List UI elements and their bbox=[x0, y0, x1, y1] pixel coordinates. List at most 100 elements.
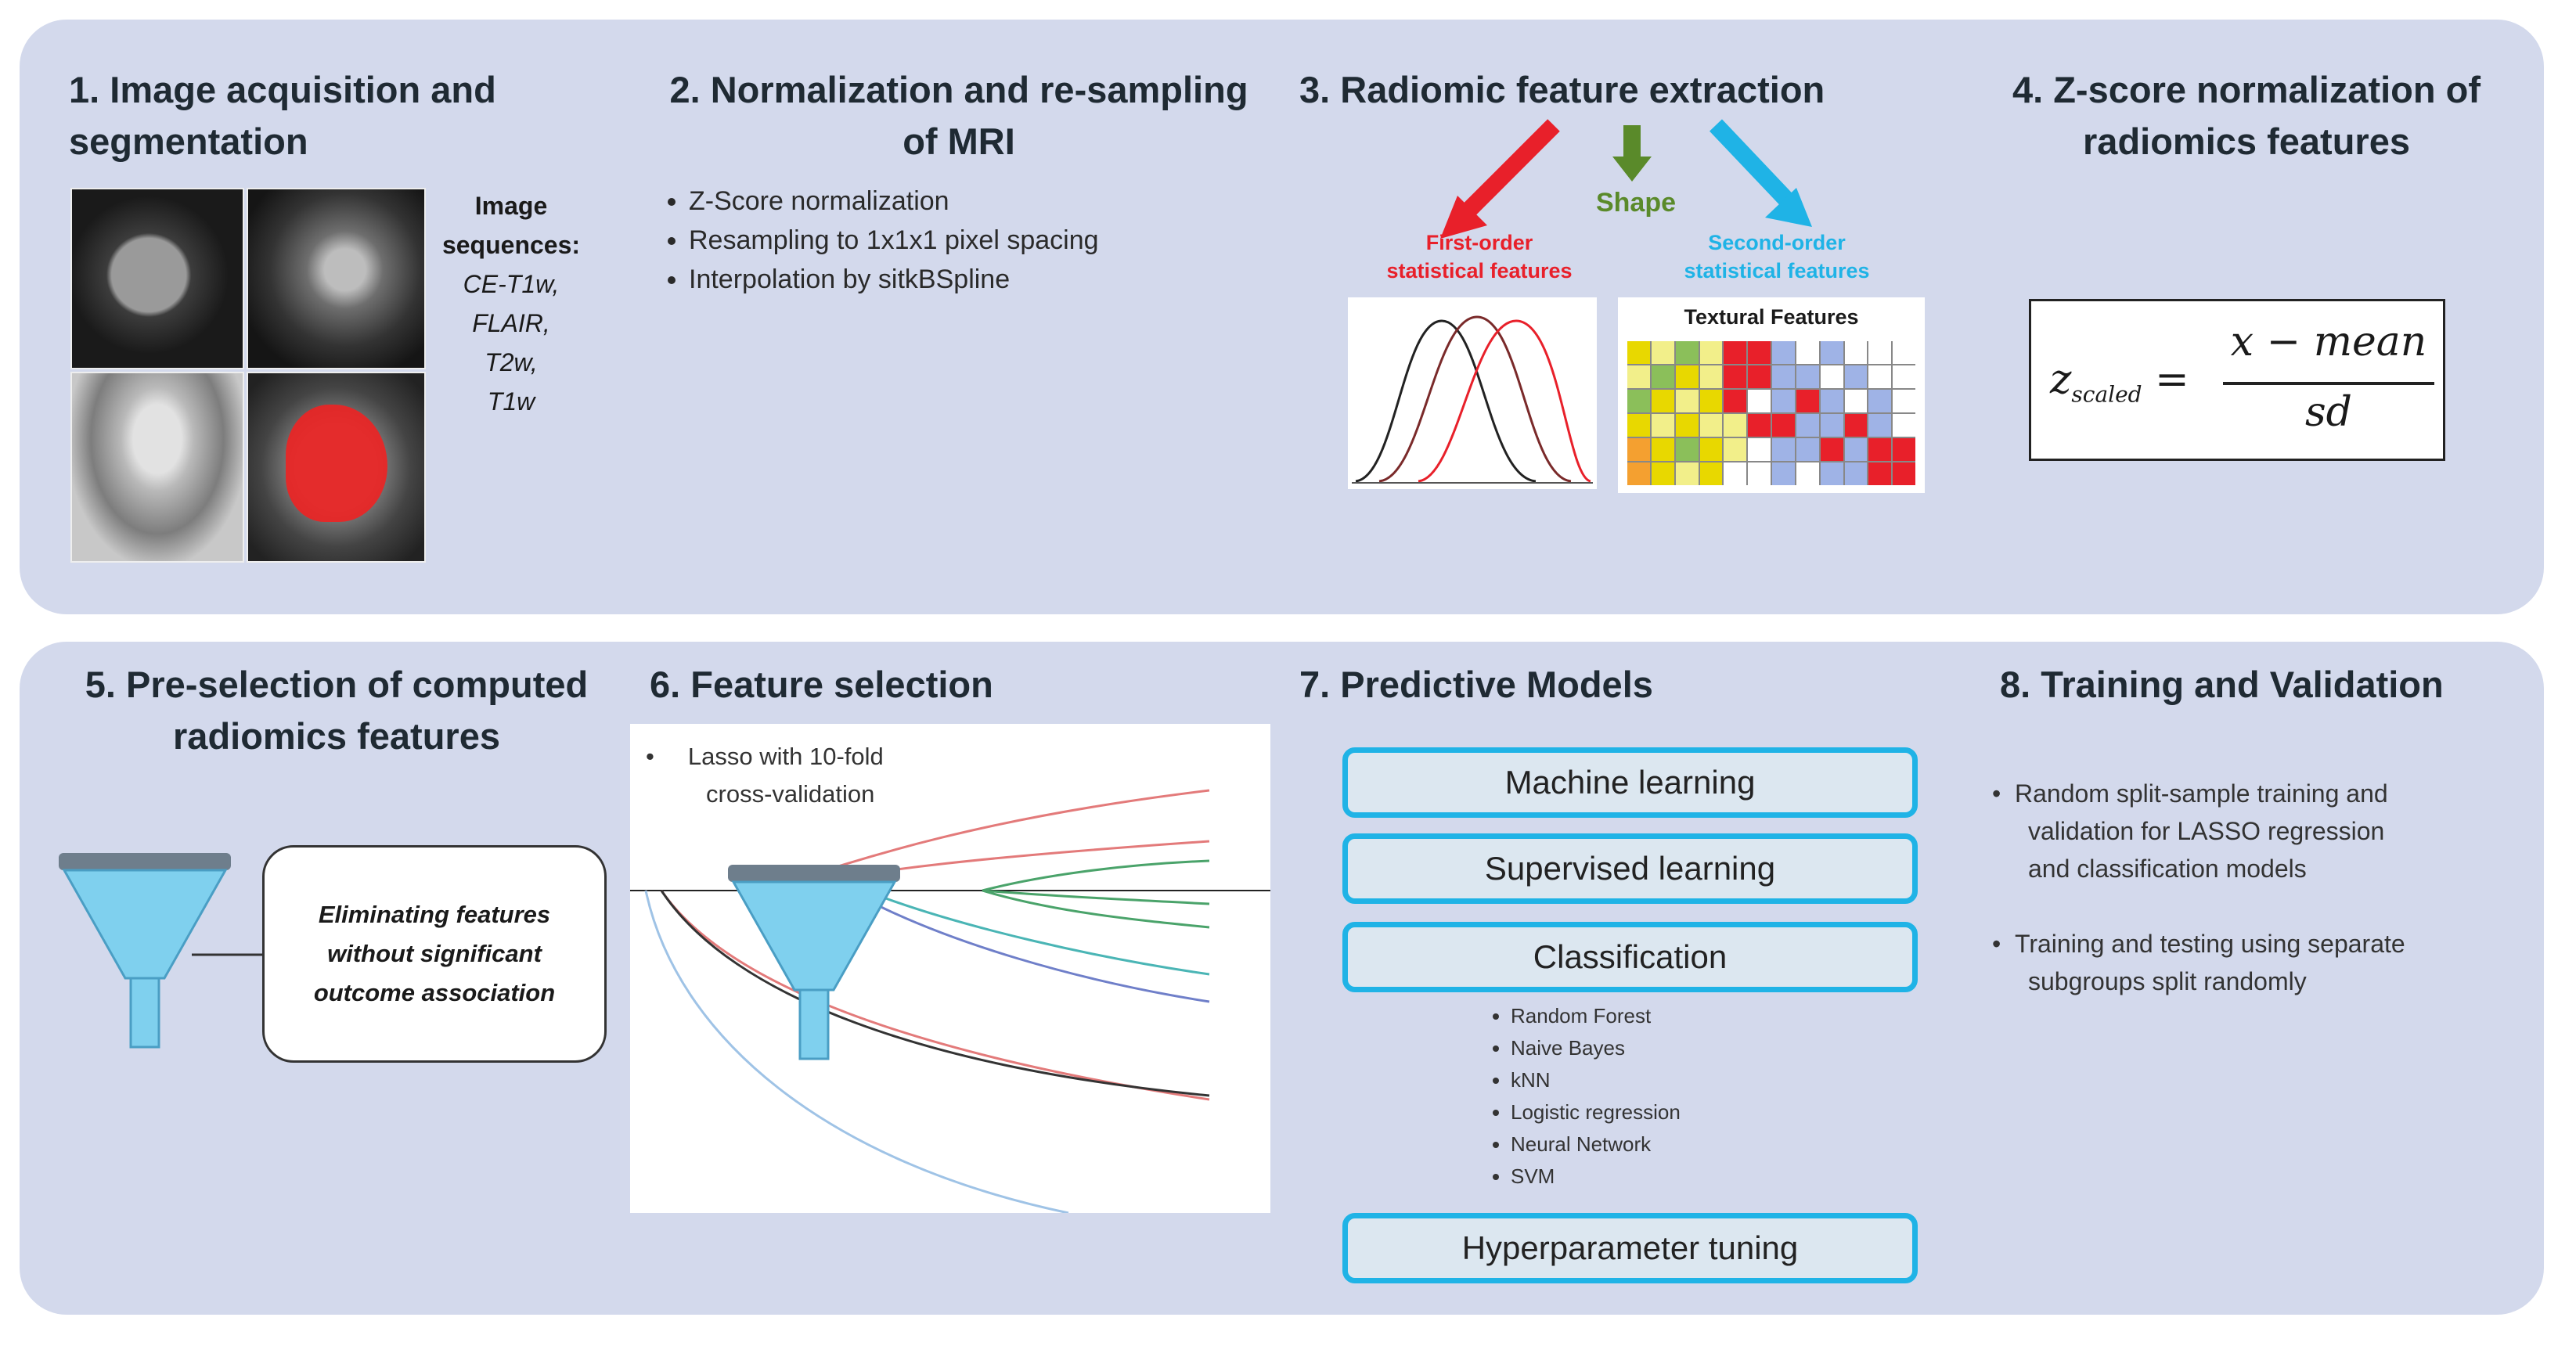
texture-cell bbox=[1844, 438, 1868, 461]
green-arrow-head bbox=[1612, 157, 1652, 182]
texture-cell bbox=[1651, 341, 1674, 364]
texture-cell bbox=[1893, 462, 1915, 485]
texture-cell bbox=[1796, 390, 1819, 412]
texture-cell bbox=[1820, 341, 1843, 364]
texture-cell bbox=[1772, 365, 1795, 388]
texture-cell bbox=[1893, 341, 1915, 364]
texture-cell bbox=[1627, 438, 1650, 461]
classifier-item: SVM bbox=[1511, 1161, 1808, 1193]
coef-path bbox=[864, 889, 1210, 976]
textural-label: Textural Features bbox=[1684, 305, 1859, 329]
funnel-rim bbox=[59, 853, 231, 870]
texture-cell bbox=[1820, 365, 1843, 388]
supervised-learning-box: Supervised learning bbox=[1342, 833, 1918, 904]
funnel-spout bbox=[798, 988, 830, 1060]
lasso-plot: • Lasso with 10-fold cross-validation bbox=[630, 724, 1270, 1213]
mri-image-t2w bbox=[70, 372, 244, 563]
texture-cell bbox=[1699, 390, 1723, 412]
z-score-formula: zscaled = x − mean sd bbox=[2029, 299, 2445, 461]
texture-cell bbox=[1724, 462, 1747, 485]
texture-cell bbox=[1893, 390, 1915, 412]
first-order-label: First-order statistical features bbox=[1386, 231, 1573, 283]
texture-cell bbox=[1868, 365, 1892, 388]
texture-cell bbox=[1796, 365, 1819, 388]
section8-title: 8. Training and Validation bbox=[2000, 664, 2444, 705]
bullet-item: Interpolation by sitkBSpline bbox=[689, 260, 1251, 299]
funnel-cone bbox=[62, 869, 228, 980]
texture-cell bbox=[1651, 462, 1674, 485]
classifier-item: kNN bbox=[1511, 1064, 1808, 1096]
texture-cell bbox=[1868, 462, 1892, 485]
texture-cell bbox=[1627, 414, 1650, 437]
texture-cell bbox=[1627, 462, 1650, 485]
machine-learning-box: Machine learning bbox=[1342, 747, 1918, 818]
sequence-item: CE-T1w, bbox=[463, 270, 560, 298]
coef-path bbox=[660, 890, 1210, 1101]
texture-cell bbox=[1675, 462, 1699, 485]
texture-cell bbox=[1724, 414, 1747, 437]
formula-numerator: x − mean bbox=[2230, 319, 2427, 365]
texture-cell bbox=[1868, 390, 1892, 412]
shape-label: Shape bbox=[1595, 188, 1677, 218]
coef-path bbox=[982, 889, 1210, 905]
texture-cell bbox=[1748, 390, 1771, 412]
first-order-distribution-plot bbox=[1348, 297, 1597, 489]
texture-cell bbox=[1748, 365, 1771, 388]
fraction-bar bbox=[2223, 382, 2434, 385]
texture-cell bbox=[1868, 341, 1892, 364]
texture-cell bbox=[1724, 365, 1747, 388]
red-arrow-head bbox=[1440, 196, 1487, 239]
sequences-label: Image sequences: bbox=[441, 192, 581, 259]
lasso-funnel-icon bbox=[728, 865, 900, 1060]
texture-cell bbox=[1627, 390, 1650, 412]
texture-cell bbox=[1675, 414, 1699, 437]
texture-cell bbox=[1796, 462, 1819, 485]
classifier-item: Neural Network bbox=[1511, 1128, 1808, 1161]
texture-cell bbox=[1724, 341, 1747, 364]
texture-cell bbox=[1868, 438, 1892, 461]
hyperparameter-tuning-box: Hyperparameter tuning bbox=[1342, 1213, 1918, 1283]
texture-cell bbox=[1844, 390, 1868, 412]
texture-cell bbox=[1699, 365, 1723, 388]
bullet-item: • Training and testing using separate su… bbox=[1992, 930, 2405, 995]
coef-path bbox=[660, 890, 1210, 1097]
classification-box: Classification bbox=[1342, 922, 1918, 992]
sequence-item: FLAIR, bbox=[472, 309, 550, 337]
mri-image-t1w-segmented bbox=[247, 372, 426, 563]
texture-cell bbox=[1796, 438, 1819, 461]
texture-cell bbox=[1724, 390, 1747, 412]
red-arrow bbox=[1461, 119, 1560, 218]
textural-features-panel: Textural Features bbox=[1618, 297, 1925, 493]
section1-title: 1. Image acquisition and segmentation bbox=[69, 69, 496, 162]
blue-arrow-head bbox=[1765, 188, 1812, 227]
sequence-item: T2w, bbox=[485, 348, 538, 376]
texture-cell bbox=[1844, 365, 1868, 388]
classifier-list: Random Forest Naive Bayes kNN Logistic r… bbox=[1479, 1000, 1808, 1193]
funnel-rim bbox=[728, 865, 900, 882]
bullet-item: Resampling to 1x1x1 pixel spacing bbox=[689, 221, 1251, 260]
texture-cell bbox=[1651, 414, 1674, 437]
section3-title: 3. Radiomic feature extraction bbox=[1299, 69, 1825, 110]
section4-title: 4. Z-score normalization of radiomics fe… bbox=[2012, 69, 2481, 162]
texture-cell bbox=[1699, 341, 1723, 364]
mri-image-flair bbox=[247, 188, 426, 369]
texture-cell bbox=[1772, 462, 1795, 485]
funnel-icon bbox=[59, 853, 266, 1049]
texture-cell bbox=[1772, 390, 1795, 412]
texture-cell bbox=[1627, 365, 1650, 388]
texture-cell bbox=[1772, 414, 1795, 437]
feature-arrows bbox=[1440, 119, 1812, 239]
texture-cell bbox=[1748, 462, 1771, 485]
formula-subscript: scaled bbox=[2071, 381, 2142, 408]
bullet-item: • Random split-sample training and valid… bbox=[1992, 779, 2388, 883]
texture-matrix bbox=[1627, 341, 1915, 485]
funnel-spout bbox=[129, 977, 160, 1049]
texture-cell bbox=[1796, 341, 1819, 364]
texture-cell bbox=[1675, 390, 1699, 412]
coef-path bbox=[848, 889, 1210, 1003]
texture-cell bbox=[1748, 341, 1771, 364]
blue-arrow bbox=[1710, 119, 1795, 208]
texture-cell bbox=[1651, 390, 1674, 412]
texture-cell bbox=[1893, 414, 1915, 437]
texture-cell bbox=[1820, 414, 1843, 437]
